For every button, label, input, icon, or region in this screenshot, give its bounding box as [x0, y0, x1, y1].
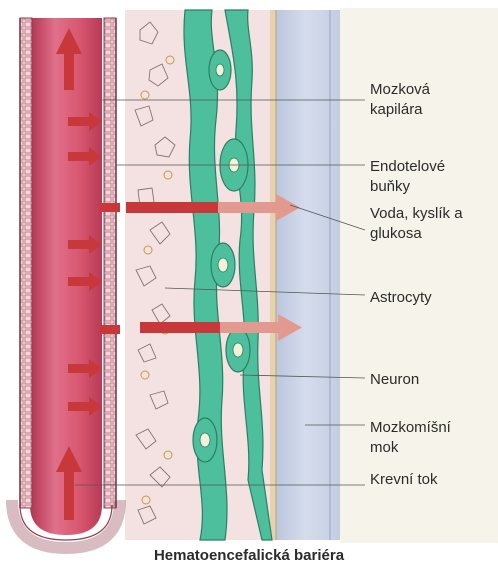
label-csf: Mozkomíšní mok: [370, 418, 451, 458]
endothelial-wall-right: [104, 18, 116, 508]
label-endothelial-cells: Endotelové buňky: [370, 157, 445, 197]
label-water-oxygen-glucose: Voda, kyslík a glukosa: [370, 204, 463, 244]
label-blood-flow: Krevní tok: [370, 470, 438, 490]
figure-caption: Hematoencefalická bariéra: [0, 547, 498, 564]
label-neuron: Neuron: [370, 370, 419, 390]
label-astrocytes: Astrocyty: [370, 288, 432, 308]
endothelial-wall-left: [20, 18, 32, 508]
label-capillary: Mozková kapilára: [370, 80, 430, 120]
